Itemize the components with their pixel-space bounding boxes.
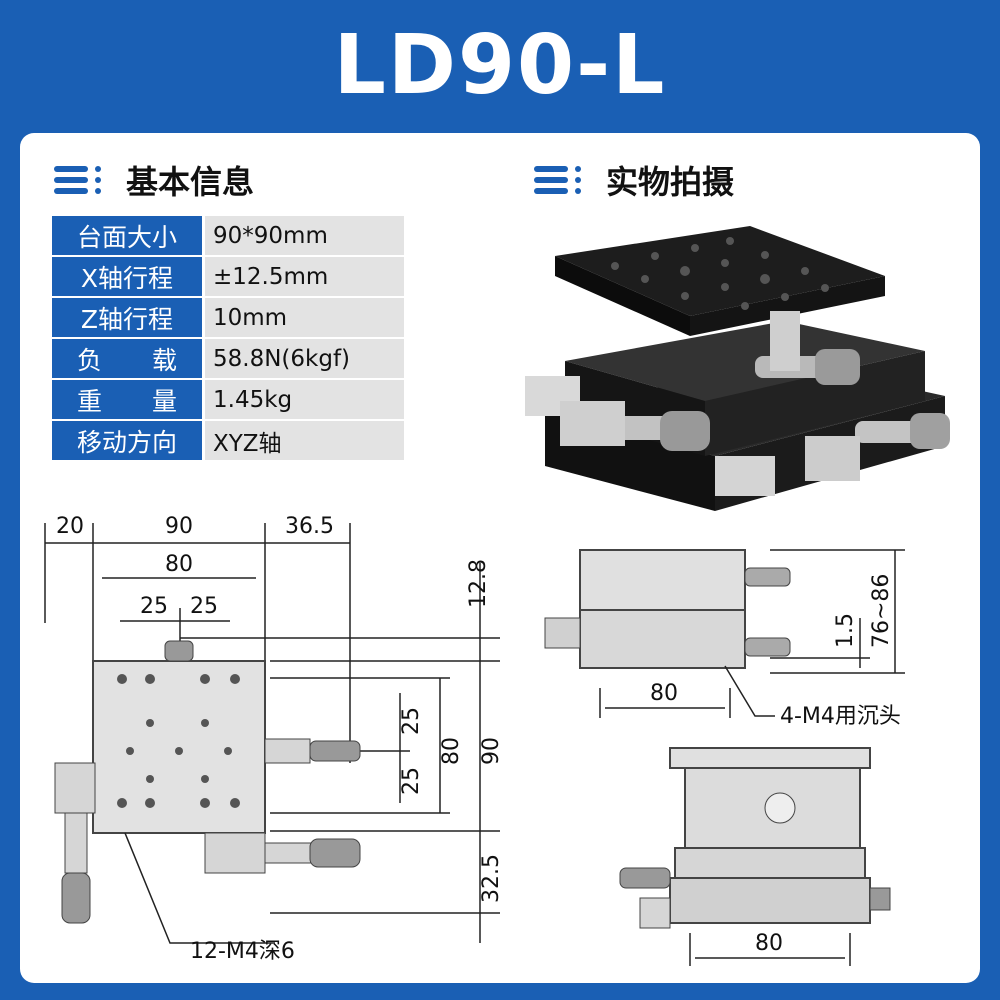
top-view-drawing: 20 90 36.5 80 25 25 12.8 25 25 80 90 32.… [44, 514, 504, 964]
spec-value: XYZ轴 [205, 421, 404, 460]
spec-row: 重 量 1.45kg [52, 380, 404, 419]
list-menu-icon [54, 166, 101, 194]
dim-label: 36.5 [285, 514, 334, 539]
spec-value: 1.45kg [205, 380, 404, 419]
spec-label: 台面大小 [52, 216, 202, 255]
dim-label: 80 [439, 737, 464, 765]
dim-label: 25 [399, 767, 424, 795]
dim-label: 80 [755, 931, 783, 956]
spec-value: 10mm [205, 298, 404, 337]
hole-note: 12-M4深6 [190, 939, 295, 964]
section-basic-info-label: 基本信息 [126, 163, 255, 201]
spec-label: X轴行程 [52, 257, 202, 296]
spec-value: 90*90mm [205, 216, 404, 255]
product-title: LD90-L [333, 17, 667, 113]
spec-row: X轴行程 ±12.5mm [52, 257, 404, 296]
dim-label: 25 [399, 707, 424, 735]
dim-label: 12.8 [466, 559, 491, 608]
spec-row: 移动方向 XYZ轴 [52, 421, 404, 460]
spec-label: 移动方向 [52, 421, 202, 460]
spec-row: 负 载 58.8N(6kgf) [52, 339, 404, 378]
spec-row: Z轴行程 10mm [52, 298, 404, 337]
spec-table: 台面大小 90*90mm X轴行程 ±12.5mm Z轴行程 10mm 负 载 … [52, 216, 404, 462]
spec-label: Z轴行程 [52, 298, 202, 337]
dim-label: 90 [479, 737, 504, 765]
spec-value: 58.8N(6kgf) [205, 339, 404, 378]
dim-label: 25 [140, 594, 168, 619]
spec-row: 台面大小 90*90mm [52, 216, 404, 255]
dim-label: 1.5 [833, 613, 858, 648]
side-view-drawing: 80 1.5 76~86 4-M4用沉头 80 [544, 549, 905, 966]
dim-label: 32.5 [479, 854, 504, 903]
list-menu-icon [534, 166, 581, 194]
content-card: 基本信息 实物拍摄 台面大小 90*90mm X轴行程 ±12.5mm Z轴行程… [20, 133, 980, 983]
dim-label: 20 [56, 514, 84, 539]
section-photo-label: 实物拍摄 [606, 163, 735, 201]
spec-value: ±12.5mm [205, 257, 404, 296]
product-photo [525, 226, 950, 511]
section-basic-info: 基本信息 [52, 157, 254, 203]
dim-label: 25 [190, 594, 218, 619]
dim-label: 76~86 [869, 574, 894, 648]
dim-label: 80 [165, 552, 193, 577]
hole-note: 4-M4用沉头 [780, 704, 901, 729]
dim-label: 90 [165, 514, 193, 539]
dim-label: 80 [650, 681, 678, 706]
spec-label: 重 量 [52, 380, 202, 419]
section-photo: 实物拍摄 [532, 157, 734, 203]
spec-label: 负 载 [52, 339, 202, 378]
